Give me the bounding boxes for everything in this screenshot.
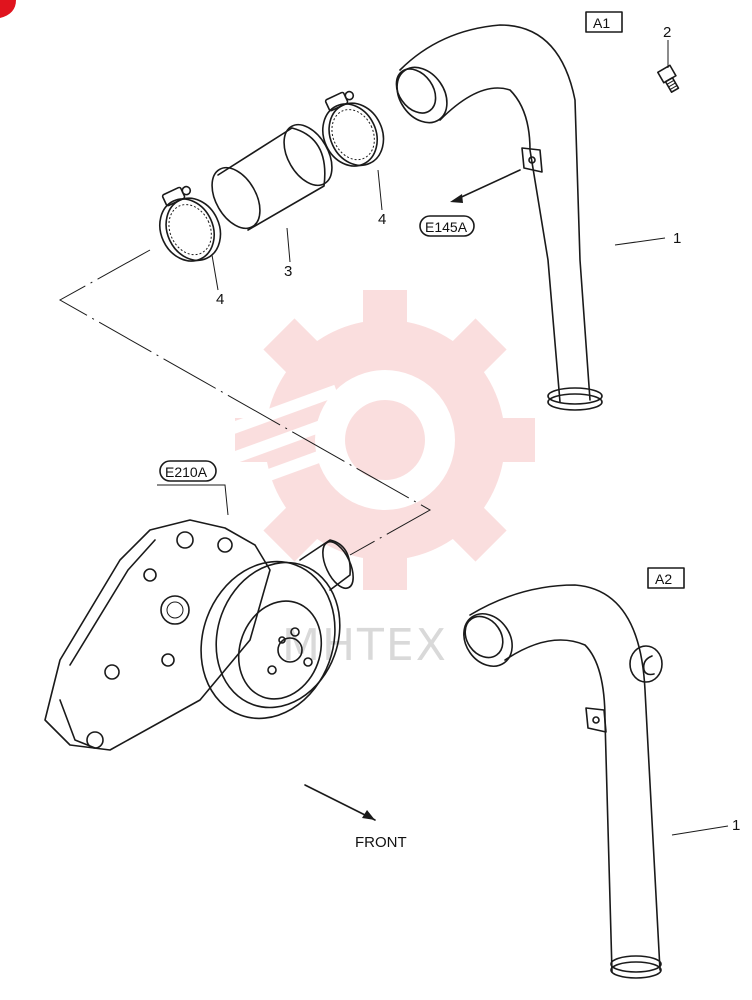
watermark-text: MHTEX [282,620,448,671]
ref-tag-e145a: E145A [419,215,475,237]
rubber-hose [211,123,333,231]
corner-mark [0,0,16,18]
ref-label-e145a: E145A [425,219,468,235]
bolt [657,64,680,93]
hose-clamp-right [322,90,385,167]
view-label-a1: A1 [593,15,610,31]
view-label-a2: A2 [655,571,672,587]
water-pipe-a2 [463,584,663,979]
callout-part-4-right: 4 [378,211,386,228]
front-arrow [304,784,376,821]
assembly-leader-line [58,249,432,556]
callout-part-1-a1: 1 [673,230,681,247]
water-pump [44,519,354,751]
hose-clamp-left [159,185,222,262]
water-pipe-a1 [395,24,603,411]
callout-part-3: 3 [284,263,292,280]
callout-part-1-a2: 1 [732,817,740,834]
ref-label-e210a: E210A [165,464,208,480]
watermark-logo [221,290,535,590]
callout-part-2: 2 [663,24,671,41]
view-box-a2: A2 [647,567,685,589]
front-label: FRONT [355,834,407,851]
callout-part-4-left: 4 [216,291,224,308]
callout-leaders [157,40,729,836]
e145a-arrow [450,169,521,203]
view-box-a1: A1 [585,11,623,33]
ref-tag-e210a: E210A [159,460,217,482]
